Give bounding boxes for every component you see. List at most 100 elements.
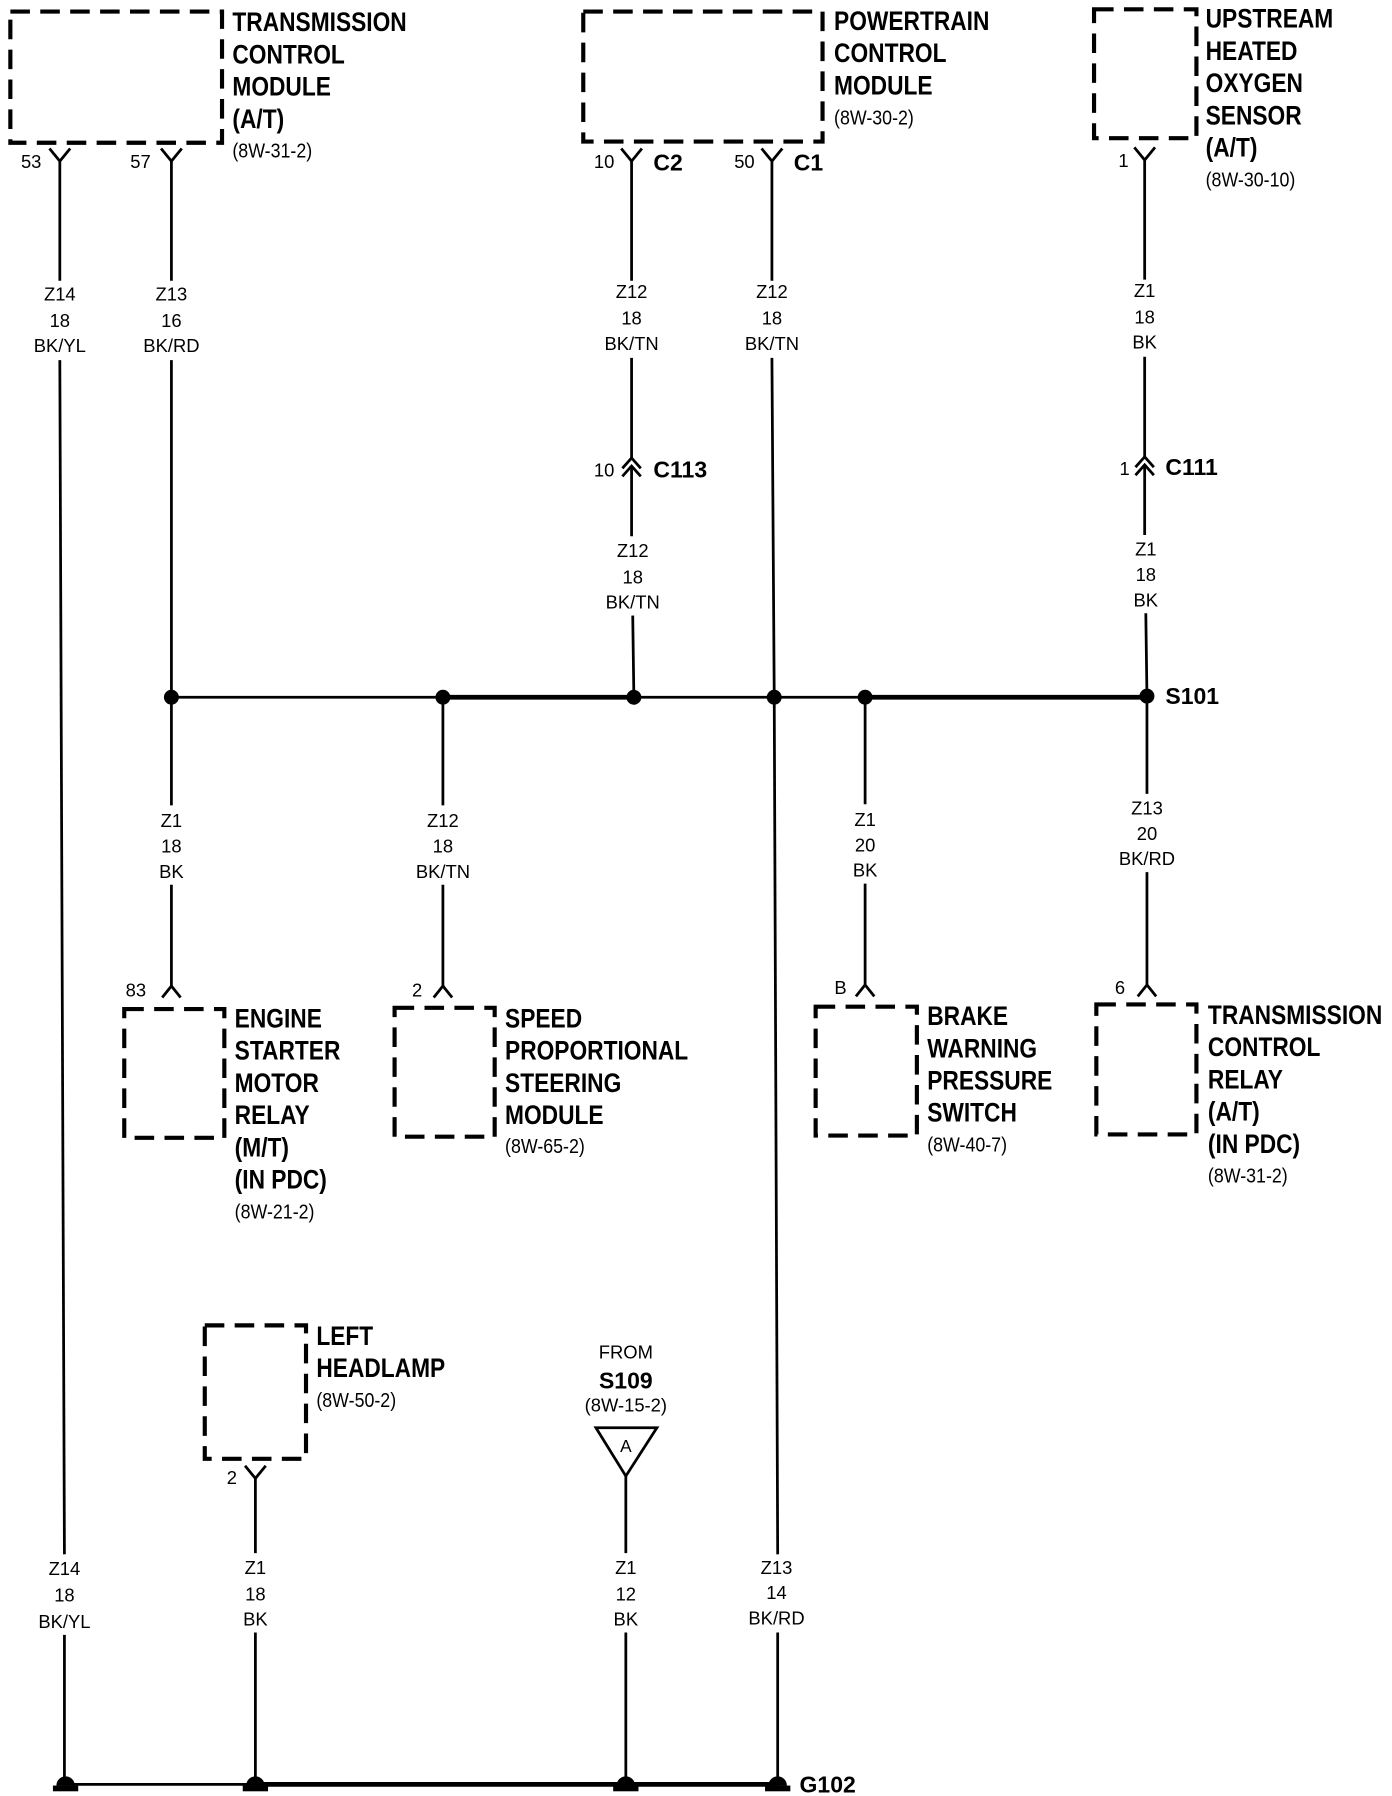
module-name-line: BRAKE xyxy=(927,1003,1008,1032)
ground-symbol-base xyxy=(242,1785,269,1792)
module-name-line: UPSTREAM xyxy=(1206,5,1334,34)
wire-segment xyxy=(58,360,66,1555)
pin-1-label: 1 xyxy=(1118,150,1128,171)
module-page-ref: (8W-31-2) xyxy=(232,141,312,164)
wire-label-tcm-57: Z13 16 BK/RD xyxy=(143,283,199,356)
pin-1-connector xyxy=(1133,146,1157,163)
module-name-line: (IN PDC) xyxy=(1208,1130,1300,1159)
pin-b-connector xyxy=(854,982,876,998)
module-name-line: LEFT xyxy=(316,1322,373,1351)
powertrain-control-module-label: POWERTRAIN CONTROL MODULE (8W-30-2) xyxy=(834,7,989,129)
module-page-ref: (8W-40-7) xyxy=(927,1135,1007,1158)
wire-label-pcm-c1: Z12 18 BK/TN xyxy=(745,281,799,354)
off-page-flag-triangle xyxy=(593,1426,660,1479)
wire-circuit: Z14 xyxy=(49,1558,81,1579)
module-name-line: HEADLAMP xyxy=(316,1355,445,1384)
wire-gauge: 18 xyxy=(762,308,782,329)
module-name-line: ENGINE xyxy=(235,1005,322,1034)
module-page-ref: (8W-65-2) xyxy=(505,1136,585,1159)
module-name-line: SENSOR xyxy=(1206,102,1302,131)
wire-gauge: 18 xyxy=(621,308,641,329)
wire-color: BK/TN xyxy=(416,861,470,882)
wire-gauge: 18 xyxy=(245,1583,265,1604)
headlamp-label: LEFT HEADLAMP (8W-50-2) xyxy=(316,1322,445,1412)
wire-segment xyxy=(772,697,780,1555)
wire-color: BK/YL xyxy=(38,1611,90,1632)
wire-label-s109: Z1 12 BK xyxy=(614,1557,639,1630)
engine-starter-motor-relay: 83 ENGINE STARTER MOTOR RELAY (M/T) (IN … xyxy=(122,979,341,1224)
oxygen-sensor-box xyxy=(1091,7,1199,141)
splice-dot xyxy=(766,689,782,705)
pin-50-label: 50 xyxy=(734,151,754,172)
module-name-line: STEERING xyxy=(505,1069,621,1098)
wire-color: BK xyxy=(614,1609,639,1630)
module-name-line: CONTROL xyxy=(1208,1034,1320,1063)
wire-gauge: 18 xyxy=(1134,306,1154,327)
wire-label-c111-lower: Z1 18 BK xyxy=(1134,539,1159,611)
wire-color: BK xyxy=(853,860,878,881)
module-name-line: PRESSURE xyxy=(927,1067,1052,1096)
wire-label-steering: Z12 18 BK/TN xyxy=(416,810,470,882)
brake-switch-box xyxy=(813,1004,919,1138)
wire-color: BK/TN xyxy=(606,592,660,613)
wire-gauge: 20 xyxy=(855,834,875,855)
wire-color: BK xyxy=(1134,589,1159,610)
off-page-flag-letter: A xyxy=(620,1436,632,1456)
wire-color: BK/TN xyxy=(745,333,799,354)
pin-2-label: 2 xyxy=(227,1467,237,1488)
upstream-heated-oxygen-sensor: UPSTREAM HEATED OXYGEN SENSOR (A/T) (8W-… xyxy=(1091,5,1334,192)
pin-b-label: B xyxy=(834,977,846,998)
splice-s109-label: S109 xyxy=(599,1368,653,1394)
wire-label-z14-lower: Z14 18 BK/YL xyxy=(38,1558,90,1632)
ground-symbol-base xyxy=(613,1785,639,1792)
wire-segment xyxy=(631,615,636,698)
transmission-control-module-box xyxy=(8,9,225,145)
wire-gauge: 20 xyxy=(1137,823,1157,844)
wire-label-c113-lower: Z12 18 BK/TN xyxy=(606,540,660,613)
brake-warning-pressure-switch: B BRAKE WARNING PRESSURE SWITCH (8W-40-7… xyxy=(813,977,1052,1158)
pin-50-connector xyxy=(760,147,784,164)
wire-color: BK/RD xyxy=(1119,848,1175,869)
module-name-line: WARNING xyxy=(927,1035,1037,1064)
inline-connector-c111: 1 C111 xyxy=(1119,454,1218,480)
from-label: FROM xyxy=(599,1342,653,1363)
pin-53-connector xyxy=(48,147,72,164)
wire-label-starter-relay: Z1 18 BK xyxy=(159,810,184,882)
powertrain-control-module-box xyxy=(581,9,825,144)
wire-color: BK/YL xyxy=(34,335,86,356)
pin-6-connector xyxy=(1136,982,1158,998)
wire-gauge: 12 xyxy=(616,1583,636,1604)
module-name-line: RELAY xyxy=(1208,1066,1283,1095)
ground-g102: G102 xyxy=(52,1771,856,1796)
module-page-ref: (8W-50-2) xyxy=(316,1390,396,1413)
powertrain-control-module: POWERTRAIN CONTROL MODULE (8W-30-2) 10 C… xyxy=(581,7,989,175)
c111-pin-label: 1 xyxy=(1119,458,1129,479)
transmission-control-relay: 6 TRANSMISSION CONTROL RELAY (A/T) (IN P… xyxy=(1094,977,1382,1188)
connector-c1-label: C1 xyxy=(794,149,824,175)
pin-10-connector xyxy=(620,147,643,164)
module-name-line: POWERTRAIN xyxy=(834,7,989,36)
wire-color: BK/RD xyxy=(748,1607,804,1628)
inline-connector-c113: 10 C113 xyxy=(594,455,707,483)
pin-10-label: 10 xyxy=(594,151,614,172)
left-headlamp: LEFT HEADLAMP (8W-50-2) 2 xyxy=(202,1322,445,1488)
wire-circuit: Z1 xyxy=(1135,539,1156,560)
wire-label-pcm-c2: Z12 18 BK/TN xyxy=(604,281,658,354)
pin-2-connector xyxy=(432,983,454,999)
module-name-line: TRANSMISSION xyxy=(1208,1001,1382,1030)
ground-symbol xyxy=(246,1776,265,1786)
module-name-line: SPEED xyxy=(505,1005,582,1034)
module-name-line: CONTROL xyxy=(232,41,344,70)
wire-label-headlamp: Z1 18 BK xyxy=(243,1557,268,1630)
steering-module-box xyxy=(392,1005,497,1139)
module-name-line: (A/T) xyxy=(232,105,284,134)
module-name-line: (A/T) xyxy=(1206,134,1258,163)
transmission-control-module-label: TRANSMISSION CONTROL MODULE (A/T) (8W-31… xyxy=(232,9,406,163)
wire-gauge: 18 xyxy=(1136,564,1156,585)
module-name-line: (A/T) xyxy=(1208,1098,1260,1127)
ground-g102-label: G102 xyxy=(800,1771,856,1796)
starter-relay-box xyxy=(122,1006,227,1140)
pin-53-label: 53 xyxy=(21,151,41,172)
splice-s101-label: S101 xyxy=(1165,683,1219,709)
wire-color: BK xyxy=(159,861,184,882)
